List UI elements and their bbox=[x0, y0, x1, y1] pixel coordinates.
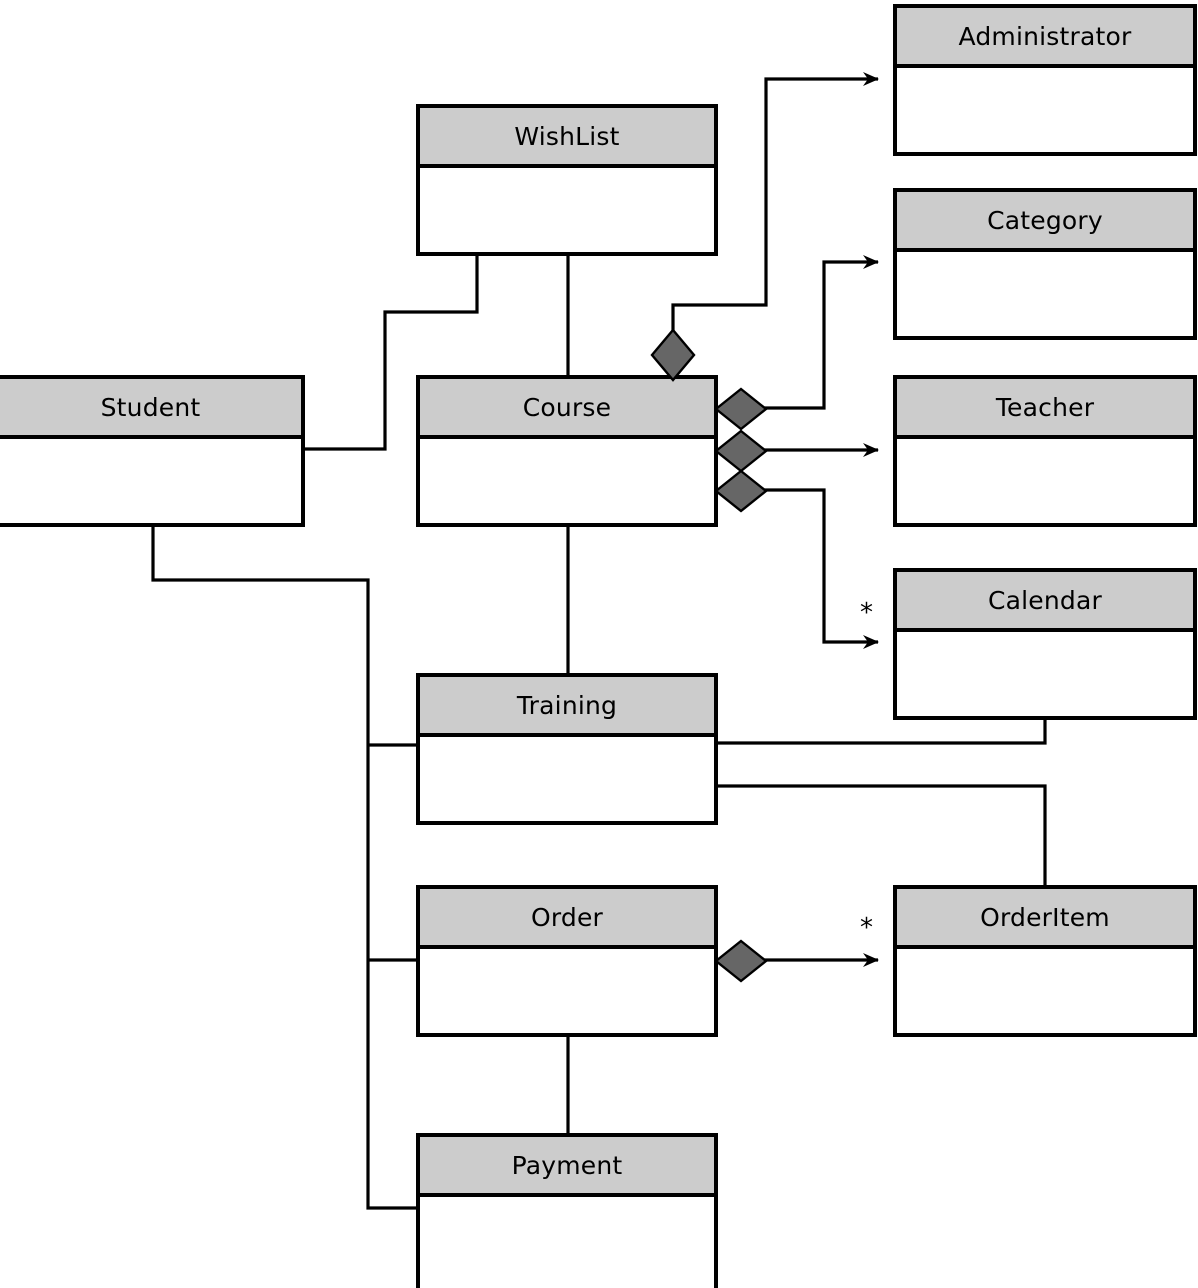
class-box-payment[interactable]: Payment bbox=[416, 1133, 718, 1288]
class-name-administrator: Administrator bbox=[897, 8, 1193, 68]
class-attributes-teacher bbox=[897, 439, 1193, 523]
class-name-orderitem: OrderItem bbox=[897, 889, 1193, 949]
class-name-teacher: Teacher bbox=[897, 379, 1193, 439]
class-box-teacher[interactable]: Teacher bbox=[893, 375, 1197, 527]
class-box-category[interactable]: Category bbox=[893, 188, 1197, 340]
class-attributes-administrator bbox=[897, 68, 1193, 152]
class-name-course: Course bbox=[420, 379, 714, 439]
class-box-order[interactable]: Order bbox=[416, 885, 718, 1037]
class-name-calendar: Calendar bbox=[897, 572, 1193, 632]
class-name-training: Training bbox=[420, 677, 714, 737]
aggregation-diamond-course-teacher bbox=[714, 429, 768, 473]
multiplicity-label-calendar: * bbox=[860, 598, 873, 628]
class-box-training[interactable]: Training bbox=[416, 673, 718, 825]
edge-training-orderitem bbox=[718, 784, 1047, 885]
class-name-category: Category bbox=[897, 192, 1193, 252]
class-attributes-calendar bbox=[897, 632, 1193, 716]
multiplicity-label-orderitem: * bbox=[860, 913, 873, 943]
class-name-wishlist: WishList bbox=[420, 108, 714, 168]
class-attributes-student bbox=[0, 439, 301, 523]
class-attributes-orderitem bbox=[897, 949, 1193, 1033]
class-name-student: Student bbox=[0, 379, 301, 439]
edge-calendar-training bbox=[718, 720, 1047, 745]
aggregation-diamond-course-category bbox=[714, 387, 768, 431]
aggregation-diamond-course-administrator bbox=[650, 328, 696, 382]
edge-course-category bbox=[758, 255, 879, 410]
aggregation-diamond-course-calendar bbox=[714, 469, 768, 513]
aggregation-diamond-order-orderitem bbox=[714, 939, 768, 983]
edge-student-trunk bbox=[151, 527, 416, 1210]
class-attributes-wishlist bbox=[420, 168, 714, 252]
class-name-order: Order bbox=[420, 889, 714, 949]
class-box-calendar[interactable]: Calendar bbox=[893, 568, 1197, 720]
class-attributes-training bbox=[420, 737, 714, 821]
class-attributes-course bbox=[420, 439, 714, 523]
class-attributes-category bbox=[897, 252, 1193, 336]
class-box-administrator[interactable]: Administrator bbox=[893, 4, 1197, 156]
class-box-wishlist[interactable]: WishList bbox=[416, 104, 718, 256]
class-box-course[interactable]: Course bbox=[416, 375, 718, 527]
class-attributes-payment bbox=[420, 1197, 714, 1288]
class-box-student[interactable]: Student bbox=[0, 375, 305, 527]
class-attributes-order bbox=[420, 949, 714, 1033]
class-box-orderitem[interactable]: OrderItem bbox=[893, 885, 1197, 1037]
class-name-payment: Payment bbox=[420, 1137, 714, 1197]
